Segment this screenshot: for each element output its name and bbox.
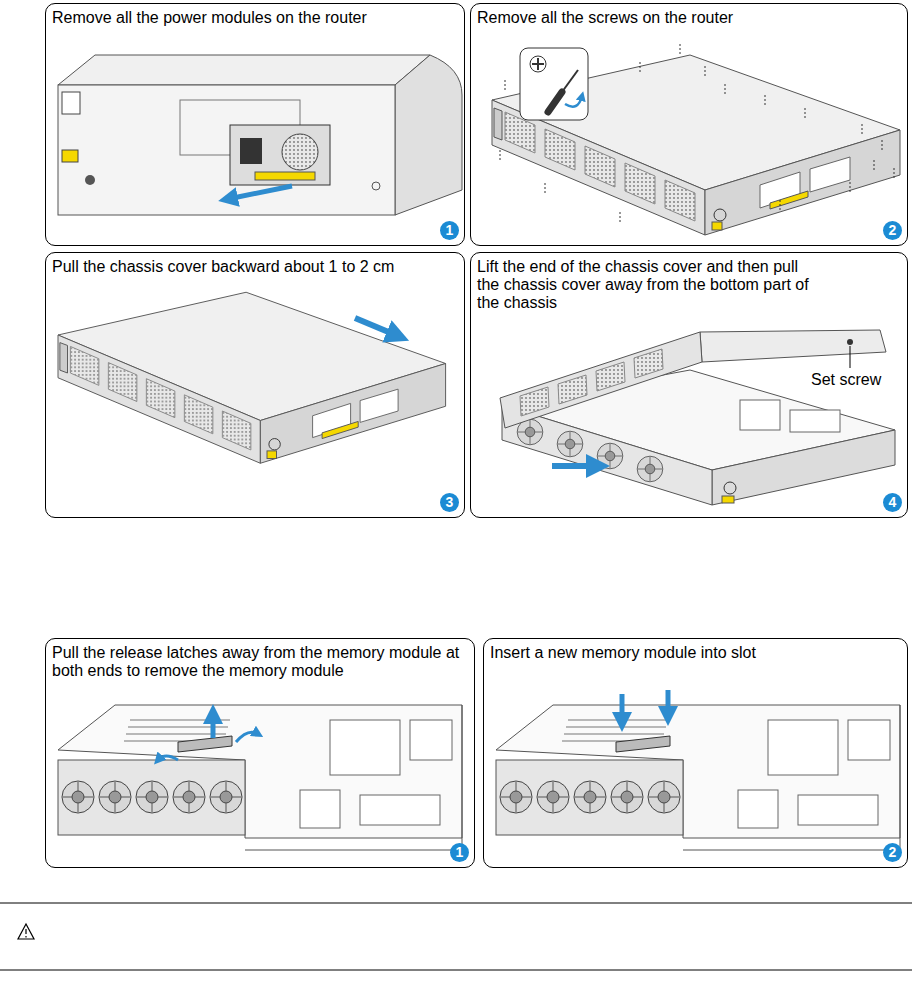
caution-icon: [25, 929, 26, 938]
fan: [637, 456, 663, 482]
vent-grill: [596, 362, 625, 391]
move-arrow: [228, 186, 292, 199]
chassis-end: [395, 55, 462, 215]
tray-front: [502, 405, 712, 505]
callout-number: 4: [883, 493, 902, 512]
screw: [372, 182, 380, 190]
warning-sticker: [62, 150, 78, 162]
component: [740, 400, 780, 430]
rule-line: [0, 970, 912, 971]
callout-number: 2: [883, 221, 902, 240]
rule-line: [0, 903, 912, 904]
ground-screw: [85, 175, 95, 185]
turn-arrow: [565, 96, 582, 107]
component: [790, 410, 840, 432]
vent-grill: [634, 349, 663, 378]
callout-number: 3: [440, 493, 459, 512]
step-panel: Pull the release latches away from the m…: [45, 638, 475, 868]
power-fan: [282, 134, 318, 170]
lift-arrow: [211, 714, 216, 738]
step-panel: Insert a new memory module into slot 2: [483, 638, 908, 868]
screws: [500, 44, 894, 224]
chassis-rear: [58, 85, 395, 215]
leader-line: [850, 346, 851, 368]
chassis-top: [58, 55, 430, 85]
insert-arrow: [666, 690, 671, 716]
latch-arrow: [158, 756, 178, 760]
step-instruction: Insert a new memory module into slot: [490, 644, 756, 662]
open-chassis: [58, 705, 462, 850]
vent-grill: [520, 387, 549, 416]
open-chassis: [496, 705, 900, 850]
power-socket: [240, 138, 262, 164]
callout-number: 1: [440, 221, 459, 240]
move-arrow: [552, 463, 598, 469]
step-panel: Remove all the screws on the router 2: [470, 3, 908, 246]
chassis: [58, 292, 446, 463]
handle: [724, 482, 736, 494]
caution-icon: [18, 924, 34, 939]
cover-top: [700, 330, 886, 362]
step-instruction: Remove all the screws on the router: [477, 9, 733, 27]
step-panel: Remove all the power modules on the rout…: [45, 3, 465, 246]
step-panel: Pull the chassis cover backward about 1 …: [45, 252, 465, 518]
screwdriver-icon: [520, 48, 588, 120]
callout-number: 2: [883, 843, 902, 862]
tray-side: [712, 430, 895, 505]
step-instruction: Lift the end of the chassis cover and th…: [477, 258, 822, 312]
insert-arrow: [620, 694, 625, 722]
warning-sticker: [722, 496, 734, 503]
cover-front: [500, 332, 702, 428]
phillips-symbol: [530, 56, 546, 72]
screwdriver: [562, 70, 578, 92]
vent-grill: [558, 375, 587, 404]
step-instruction: Remove all the power modules on the rout…: [52, 9, 367, 27]
screwdriver: [548, 92, 562, 112]
step-instruction: Pull the chassis cover backward about 1 …: [52, 258, 394, 276]
phillips-symbol: [532, 58, 544, 70]
power-module: [230, 125, 330, 185]
latch-arrow: [236, 732, 258, 742]
fan: [557, 431, 583, 457]
move-arrow: [355, 318, 398, 336]
set-screw: [847, 339, 853, 345]
fan: [597, 443, 623, 469]
rear-panel: [62, 92, 80, 114]
warning-sticker: [255, 172, 315, 180]
step-instruction: Pull the release latches away from the m…: [52, 644, 468, 680]
callout-number: 1: [450, 843, 469, 862]
part-label: Set screw: [809, 371, 883, 389]
